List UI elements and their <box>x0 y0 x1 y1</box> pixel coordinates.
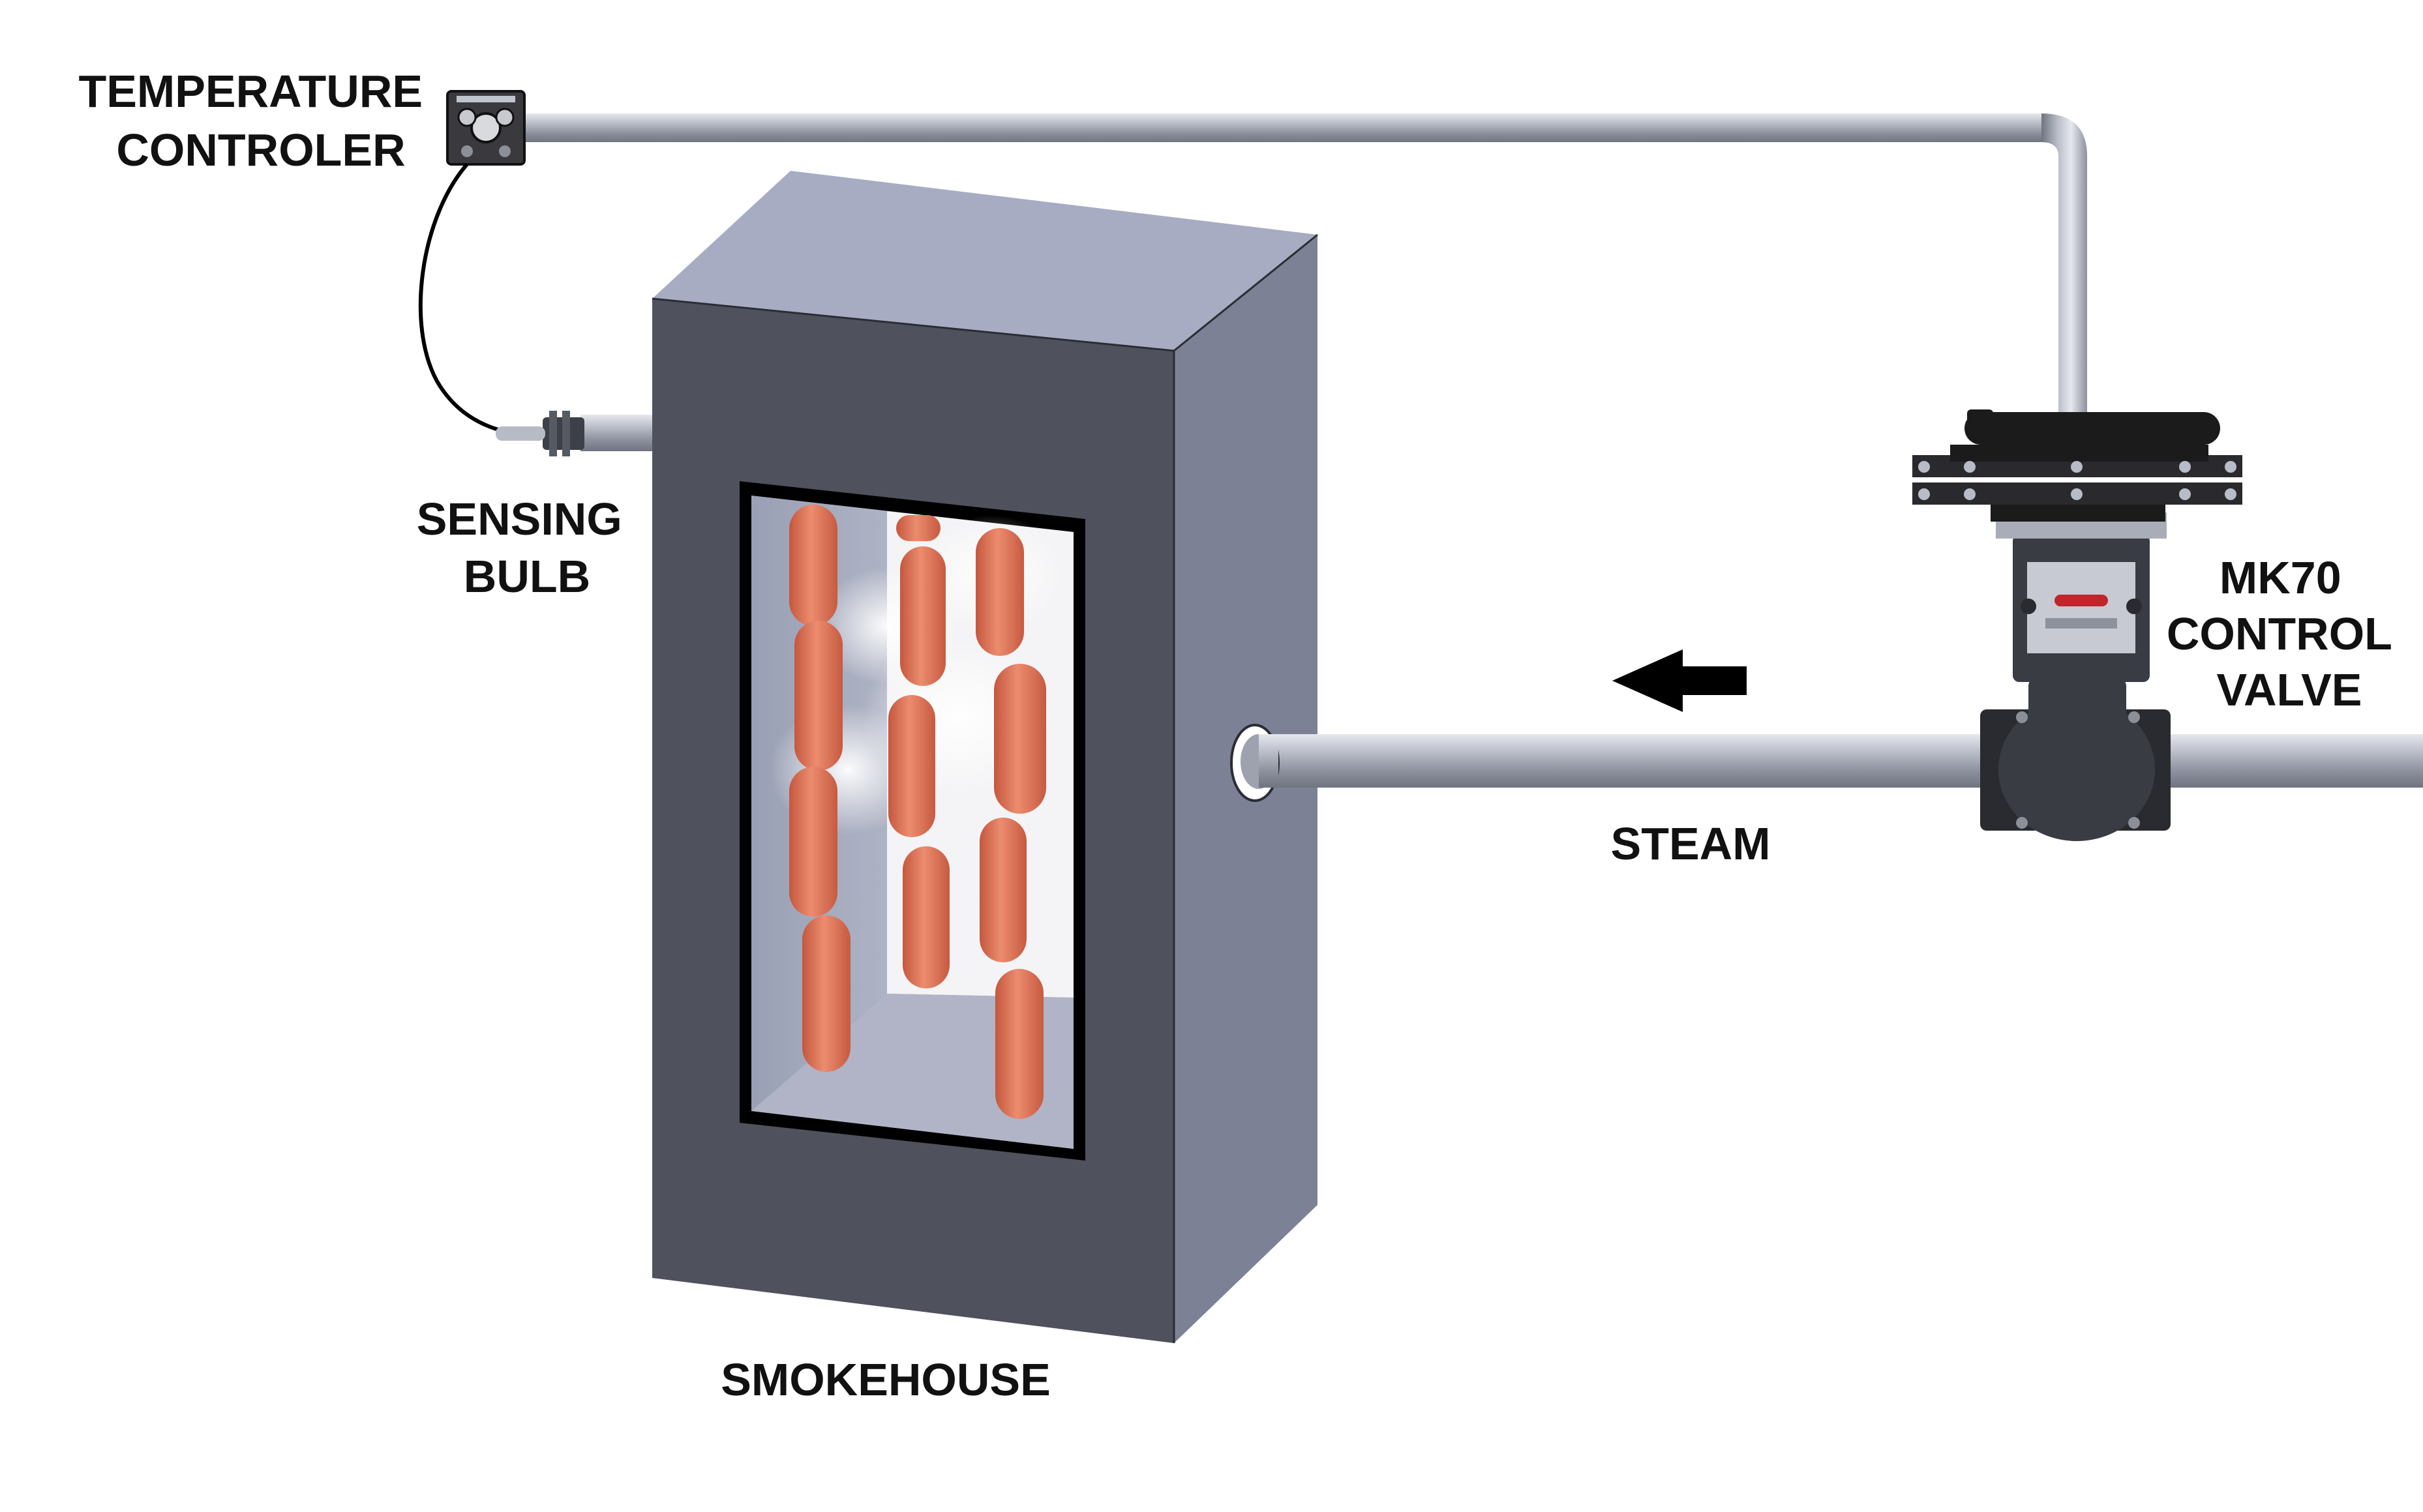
sensing-bulb-label: SENSING BULB <box>417 494 635 602</box>
steam-label: STEAM <box>1611 818 1771 869</box>
sensing-bulb-label-line2: BULB <box>464 551 590 602</box>
smokehouse-top <box>652 171 1317 351</box>
flow-arrow-icon <box>1612 649 1747 712</box>
control-valve-label-line1: MK70 <box>2220 552 2341 603</box>
controller-gauge-icon <box>446 90 526 166</box>
capillary-tube <box>418 163 542 437</box>
steam-pipe <box>1230 724 2423 802</box>
sensing-bulb-icon <box>496 411 654 456</box>
temperature-controller <box>418 90 542 437</box>
control-valve-label-line3: VALVE <box>2217 664 2362 715</box>
control-valve-label: MK70 CONTROL VALVE <box>2167 552 2404 715</box>
sausages <box>789 505 1046 1119</box>
temperature-controller-label: TEMPERATURE CONTROLER <box>78 66 435 175</box>
temperature-controller-label-line2: CONTROLER <box>116 125 405 175</box>
smokehouse-label: SMOKEHOUSE <box>721 1354 1051 1405</box>
control-valve-label-line2: CONTROL <box>2167 608 2392 659</box>
temperature-controller-label-line1: TEMPERATURE <box>78 66 423 117</box>
control-valve-icon <box>1912 409 2242 841</box>
smokehouse <box>652 171 1318 1343</box>
signal-pipe <box>522 113 2087 456</box>
sensing-bulb-label-line1: SENSING <box>417 494 622 544</box>
